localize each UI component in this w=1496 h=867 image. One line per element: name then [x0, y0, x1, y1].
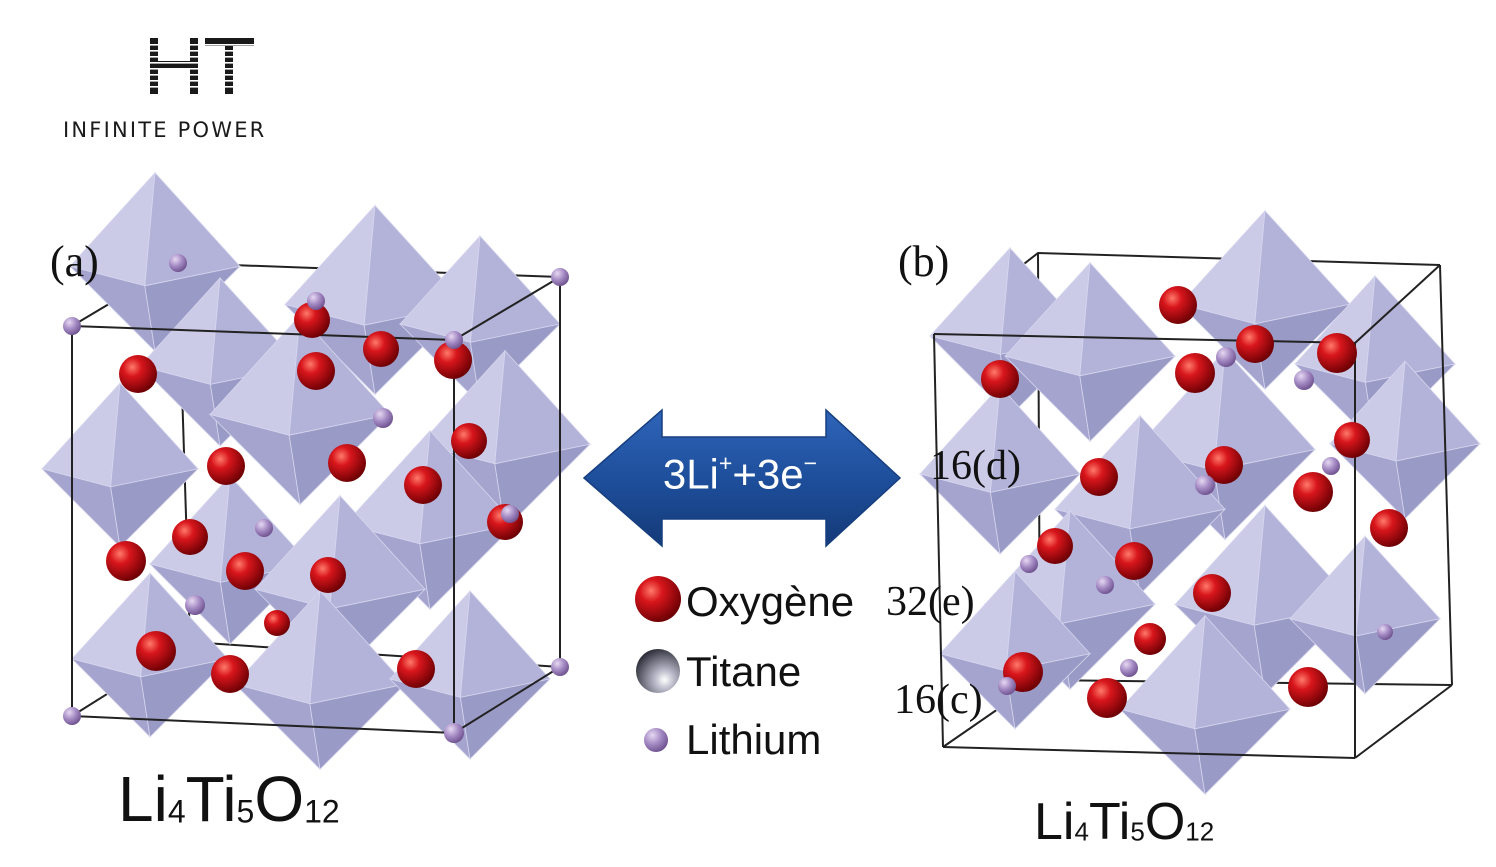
legend-oxygen-icon [635, 576, 681, 622]
lithium-atom [255, 519, 273, 537]
oxygen-atom [1370, 509, 1408, 547]
oxygen-atom [1334, 422, 1370, 458]
tio6-octahedron [208, 314, 392, 506]
site-label-16d: 16(d) [930, 443, 1021, 489]
oxygen-atom [1159, 286, 1197, 324]
lithium-atom [373, 408, 393, 428]
lithium-atom [307, 292, 325, 310]
lithium-atom [501, 505, 519, 523]
reaction-double-arrow [582, 408, 902, 548]
panel-a-label: (a) [50, 237, 99, 286]
tio6-octahedron [1118, 614, 1292, 796]
oxygen-atom [119, 355, 157, 393]
oxygen-atom [1115, 542, 1153, 580]
legend-lithium-label: Lithium [686, 716, 822, 763]
oxygen-atom [1317, 333, 1357, 373]
oxygen-atom [1293, 472, 1333, 512]
oxygen-atom [211, 655, 249, 693]
tio6-octahedron [1178, 209, 1352, 391]
lithium-atom [63, 317, 81, 335]
oxygen-atom [1080, 458, 1118, 496]
lithium-atom [1216, 347, 1236, 367]
lithium-atom [998, 677, 1016, 695]
oxygen-atom [106, 541, 146, 581]
tio6-octahedron [40, 381, 200, 549]
lithium-atom [444, 723, 464, 743]
legend-lithium-icon [644, 728, 668, 752]
crystal-structure-a [40, 171, 592, 771]
oxygen-atom [1134, 623, 1166, 655]
lithium-atom [169, 254, 187, 272]
lithium-atom [1020, 555, 1038, 573]
oxygen-atom [207, 447, 245, 485]
oxygen-atom [1037, 528, 1073, 564]
lithium-atom [551, 268, 569, 286]
lithium-atom [1195, 475, 1215, 495]
lithium-atom [445, 331, 463, 349]
formula-a: Li4Ti5O12 [118, 763, 340, 835]
oxygen-atom [1193, 574, 1231, 612]
lithium-atom [1294, 370, 1314, 390]
oxygen-atom [172, 519, 208, 555]
tio6-octahedron [1288, 535, 1442, 695]
lithium-atom [1120, 659, 1138, 677]
oxygen-atom [1205, 446, 1243, 484]
oxygen-atom [1087, 678, 1127, 718]
tio6-octahedron [1003, 261, 1177, 443]
oxygen-atom [434, 341, 472, 379]
lithium-atom [185, 595, 205, 615]
oxygen-atom [981, 360, 1019, 398]
tio6-octahedron [233, 589, 407, 771]
oxygen-atom [1288, 667, 1328, 707]
oxygen-atom [264, 610, 290, 636]
tio6-octahedron [918, 384, 1082, 556]
site-label-16c: 16(c) [894, 677, 983, 723]
lithium-atom [1322, 457, 1340, 475]
lithium-atom [1096, 576, 1114, 594]
oxygen-atom [404, 466, 442, 504]
site-label-32e: 32(e) [886, 579, 975, 625]
oxygen-atom [328, 444, 366, 482]
lithium-atom [551, 658, 569, 676]
oxygen-atom [136, 631, 176, 671]
oxygen-atom [310, 557, 346, 593]
crystal-structure-b [918, 209, 1482, 796]
legend-titanium-icon [636, 649, 680, 693]
oxygen-atom [451, 423, 487, 459]
lithium-atom [1377, 624, 1393, 640]
reaction-label: 3Li++3e− [662, 450, 818, 498]
logo-tagline: INFINITE POWER [63, 118, 267, 142]
oxygen-atom [1175, 353, 1215, 393]
tio6-octahedron [938, 570, 1092, 730]
oxygen-atom [397, 650, 435, 688]
oxygen-atom [297, 352, 335, 390]
oxygen-atom [294, 302, 330, 338]
formula-b: Li4Ti5O12 [1034, 793, 1215, 851]
legend-titanium-label: Titane [686, 648, 802, 695]
logo-mark [146, 38, 258, 94]
oxygen-atom [1236, 325, 1274, 363]
lithium-atom [63, 707, 81, 725]
oxygen-atom [226, 552, 264, 590]
panel-b-label: (b) [898, 237, 950, 286]
legend-oxygen-label: Oxygène [686, 578, 855, 625]
oxygen-atom [363, 331, 399, 367]
